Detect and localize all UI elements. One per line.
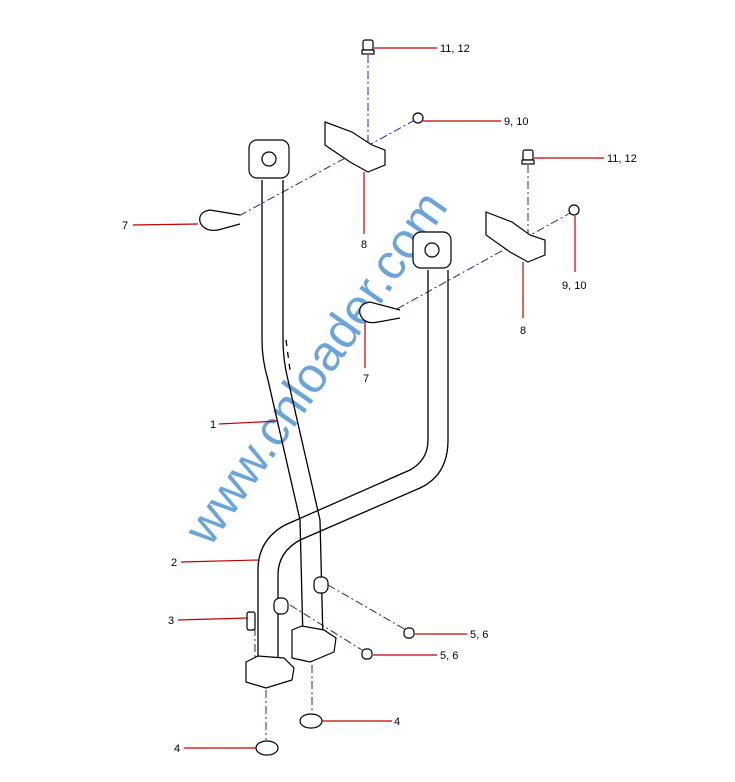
leader-lines: [132, 47, 604, 749]
plug-icon: [361, 648, 373, 660]
callout-nut-top-right: 9, 10: [562, 280, 586, 292]
assembly-axes: [234, 55, 573, 740]
nut-icon: [412, 112, 424, 124]
callout-plug-upper: 5, 6: [470, 629, 488, 641]
callout-pipe-2: 2: [171, 557, 177, 569]
o-ring-icon: [255, 740, 279, 756]
callout-screw: 3: [168, 615, 174, 627]
pipe-1: [248, 139, 337, 663]
u-bolt-right: [359, 301, 401, 324]
callout-pipe-1: 1: [210, 419, 216, 431]
bracket-left: [324, 121, 386, 173]
callout-oring-right: 4: [394, 716, 400, 728]
o-ring-icon: [299, 713, 323, 729]
callout-bracket-left: 8: [361, 239, 367, 251]
bolt-icon: [361, 39, 375, 55]
callout-bracket-right: 8: [520, 325, 526, 337]
flange-bottom-pipe-1: [291, 625, 337, 663]
callout-ubolt-left: 7: [122, 220, 128, 232]
callout-bolt-top-right: 11, 12: [607, 153, 637, 165]
nut-icon: [568, 204, 580, 216]
callout-bolt-top-left: 11, 12: [440, 43, 470, 55]
pipe-2: [245, 231, 452, 689]
u-bolt-left: [199, 209, 241, 231]
callout-nut-top-left: 9, 10: [504, 116, 528, 128]
screw-icon: [246, 611, 256, 631]
callout-plug-lower: 5, 6: [440, 650, 458, 662]
flange-bottom-pipe-2: [245, 655, 295, 689]
plug-icon: [403, 627, 415, 639]
bolt-icon: [521, 149, 535, 165]
callout-ubolt-right: 7: [363, 373, 369, 385]
bracket-right: [485, 211, 546, 263]
callout-oring-left: 4: [174, 743, 180, 755]
